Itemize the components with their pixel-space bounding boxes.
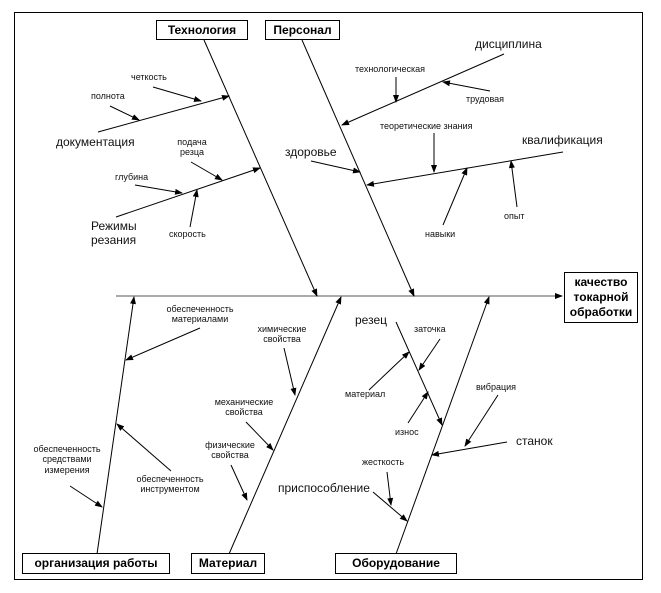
sub-glubina bbox=[134, 184, 183, 195]
sub-zatochka bbox=[418, 338, 441, 371]
obesp-izm-line-3: измерения bbox=[44, 464, 90, 475]
branch-obesp-materialami bbox=[125, 327, 201, 361]
cause-obesp-izmereniya: обеспеченность средствами измерения bbox=[27, 444, 107, 475]
cause-stanok: станок bbox=[516, 434, 553, 448]
meh-line-1: механические bbox=[214, 397, 274, 407]
cause-rezec: резец bbox=[355, 313, 387, 327]
sub-navyki bbox=[442, 167, 468, 226]
obesp-inst-line-2: инструментом bbox=[140, 484, 200, 495]
branch-mehanicheskie bbox=[245, 421, 274, 451]
sub-trudovaya bbox=[442, 80, 491, 92]
sub-zhestkost bbox=[386, 471, 394, 506]
category-technology: Технология bbox=[156, 20, 248, 40]
subcause-teoreticheskie-znaniya: теоретические знания bbox=[380, 121, 473, 131]
sub-chetkost bbox=[152, 86, 202, 102]
branch-zdorove bbox=[310, 160, 361, 174]
obesp-mat-line-1: обеспеченность bbox=[166, 304, 234, 314]
subcause-skorost: скорость bbox=[169, 229, 206, 239]
cause-kvalifikaciya: квалификация bbox=[522, 133, 603, 147]
subcause-podacha-rezca: подача резца bbox=[172, 137, 212, 158]
branch-fizicheskie bbox=[230, 464, 248, 501]
podacha-line-1: подача bbox=[177, 137, 207, 147]
category-equipment: Оборудование bbox=[335, 553, 457, 574]
obesp-mat-line-2: материалами bbox=[171, 314, 229, 325]
sub-opyt bbox=[508, 160, 518, 208]
sub-vibraciya bbox=[464, 394, 499, 447]
category-personnel: Персонал bbox=[265, 20, 340, 40]
branch-obesp-instrumentom bbox=[116, 423, 172, 472]
bone-equipment bbox=[395, 296, 490, 555]
meh-line-2: свойства bbox=[225, 407, 263, 418]
subcause-zatochka: заточка bbox=[414, 324, 446, 334]
category-material: Материал bbox=[191, 553, 265, 574]
cause-zdorove: здоровье bbox=[285, 145, 337, 159]
rezhimy-line-2: резания bbox=[91, 232, 137, 247]
cause-mehanicheskie: механические свойства bbox=[210, 397, 278, 418]
cause-obesp-materialami: обеспеченность материалами bbox=[160, 304, 240, 325]
branch-rezec bbox=[395, 321, 443, 426]
cause-fizicheskie: физические свойства bbox=[200, 440, 260, 461]
effect-box: качество токарной обработки bbox=[564, 272, 638, 323]
rezhimy-line-1: Режимы bbox=[91, 219, 137, 233]
podacha-line-2: резца bbox=[179, 147, 205, 158]
obesp-izm-line-2: средствами bbox=[42, 454, 92, 465]
branch-himicheskie bbox=[283, 347, 297, 396]
cause-obesp-instrumentom: обеспеченность инструментом bbox=[130, 474, 210, 495]
bone-work-organization bbox=[96, 296, 136, 555]
cause-prisposoblenie: приспособление bbox=[278, 481, 370, 495]
subcause-zhestkost: жесткость bbox=[362, 457, 405, 467]
subcause-tehnologicheskaya: технологическая bbox=[355, 64, 425, 74]
subcause-trudovaya: трудовая bbox=[466, 94, 505, 104]
sub-polnota bbox=[109, 105, 140, 121]
category-work-organization: организация работы bbox=[22, 553, 170, 574]
subcause-chetkost: четкость bbox=[131, 72, 167, 82]
fiz-line-1: физические bbox=[205, 440, 255, 450]
subcause-navyki: навыки bbox=[425, 229, 456, 239]
cause-rezhimy-rezaniya: Режимы резания bbox=[91, 219, 141, 248]
subcause-vibraciya: вибрация bbox=[476, 382, 517, 392]
effect-line-3: обработки bbox=[569, 305, 633, 319]
effect-line-2: токарной bbox=[573, 290, 629, 304]
him-line-1: химические bbox=[257, 324, 307, 334]
obesp-inst-line-1: обеспеченность bbox=[136, 474, 204, 484]
branch-disciplina bbox=[341, 53, 505, 126]
sub-skorost bbox=[189, 189, 199, 228]
cause-disciplina: дисциплина bbox=[475, 37, 542, 51]
effect-line-1: качество bbox=[574, 275, 628, 289]
sub-iznos bbox=[407, 391, 429, 424]
branch-dokumentaciya bbox=[97, 94, 230, 133]
diagram-frame bbox=[14, 12, 643, 580]
branch-obesp-izmereniya bbox=[69, 485, 103, 508]
subcause-material: материал bbox=[345, 389, 386, 399]
bone-material bbox=[228, 296, 342, 555]
bone-personnel bbox=[301, 39, 415, 297]
branch-prisposoblenie bbox=[372, 491, 408, 522]
him-line-2: свойства bbox=[263, 334, 301, 345]
branch-stanok bbox=[431, 441, 508, 457]
fiz-line-2: свойства bbox=[211, 450, 249, 461]
cause-himicheskie: химические свойства bbox=[252, 324, 312, 345]
subcause-glubina: глубина bbox=[115, 172, 149, 182]
subcause-iznos: износ bbox=[395, 427, 419, 437]
subcause-polnota: полнота bbox=[91, 91, 125, 101]
cause-dokumentaciya: документация bbox=[56, 135, 135, 149]
branch-rezhimy bbox=[115, 167, 261, 218]
sub-material bbox=[368, 351, 410, 391]
bone-technology bbox=[203, 39, 318, 297]
branch-kvalifikaciya bbox=[366, 151, 564, 187]
obesp-izm-line-1: обеспеченность bbox=[33, 444, 101, 454]
sub-podacha bbox=[190, 161, 223, 181]
subcause-opyt: опыт bbox=[504, 211, 525, 221]
